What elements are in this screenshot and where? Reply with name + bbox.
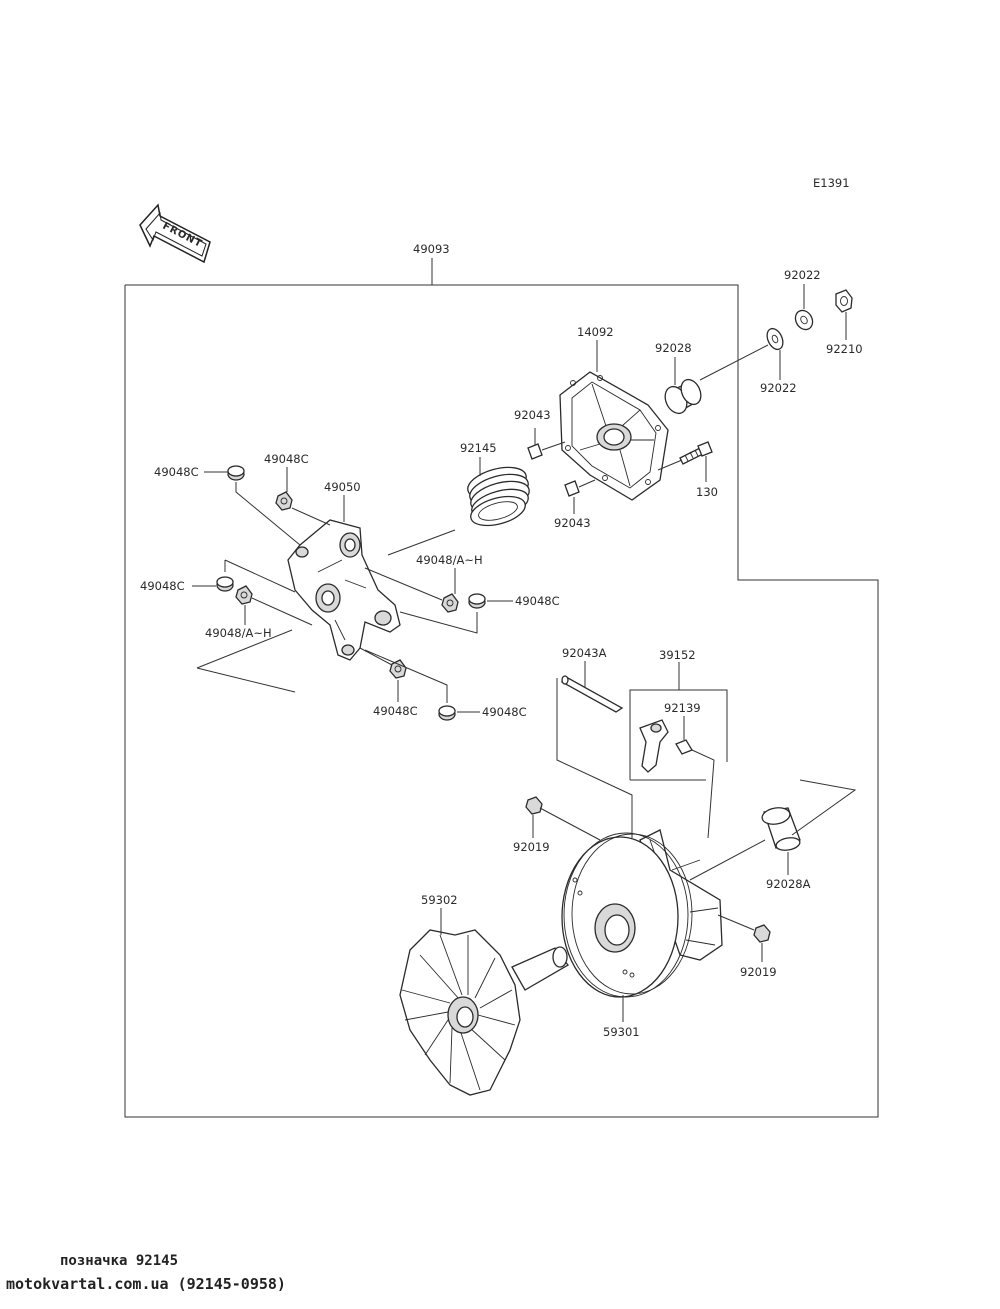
roller-49048c-3 — [468, 593, 486, 609]
label-49048c-4: 49048C — [140, 579, 185, 593]
label-59301: 59301 — [603, 1025, 640, 1039]
label-92139: 92139 — [664, 701, 701, 715]
footer-source: motokvartal.com.ua (92145-0958) — [6, 1275, 286, 1293]
label-92043-upper: 92043 — [514, 408, 551, 422]
weight-arm — [639, 719, 669, 773]
bolt-130 — [679, 441, 713, 465]
nut-92019-upper — [525, 796, 543, 815]
nut-92019-lower — [753, 924, 771, 943]
pin-92043a — [560, 675, 624, 713]
roller-49048ah-1 — [441, 593, 459, 613]
label-49048c-5: 49048C — [373, 704, 418, 718]
fixed-sheave-59302 — [399, 929, 569, 1096]
label-49048c-2: 49048C — [264, 452, 309, 466]
cover-14092 — [559, 371, 669, 501]
bushing-92028 — [664, 378, 702, 415]
label-49048ah-1: 49048/A~H — [416, 553, 483, 567]
pin-92043-lower — [564, 480, 580, 497]
assembly-outline — [124, 258, 879, 1118]
label-92028: 92028 — [655, 341, 692, 355]
sheave-59301 — [561, 829, 723, 998]
label-49048c-6: 49048C — [482, 705, 527, 719]
diagram-code: E1391 — [813, 176, 850, 190]
label-92043a: 92043A — [562, 646, 607, 660]
weight-kit-39152-box — [629, 662, 728, 781]
label-49048c-3: 49048C — [515, 594, 560, 608]
washer-92022-upper — [794, 309, 814, 331]
spider-49050 — [287, 519, 401, 661]
roller-49048c-1 — [227, 465, 245, 481]
roller-49048ah-2 — [235, 585, 253, 605]
pin-92043-upper — [527, 443, 543, 460]
bushing-92028a — [761, 807, 801, 851]
pin-92139 — [675, 739, 693, 755]
roller-49048c-5 — [389, 659, 407, 679]
label-130: 130 — [696, 485, 718, 499]
label-92145: 92145 — [460, 441, 497, 455]
label-49050: 49050 — [324, 480, 361, 494]
nut-92210 — [835, 289, 853, 313]
label-39152: 39152 — [659, 648, 696, 662]
label-92019-upper: 92019 — [513, 840, 550, 854]
label-92210: 92210 — [826, 342, 863, 356]
label-92028a: 92028A — [766, 877, 811, 891]
label-59302: 59302 — [421, 893, 458, 907]
label-92043-lower: 92043 — [554, 516, 591, 530]
label-14092: 14092 — [577, 325, 614, 339]
label-92022-upper: 92022 — [784, 268, 821, 282]
washer-92022-lower — [766, 327, 784, 351]
label-92022-lower: 92022 — [760, 381, 797, 395]
roller-49048c-2 — [275, 491, 293, 511]
label-92019-lower: 92019 — [740, 965, 777, 979]
front-arrow-icon: FRONT — [139, 203, 211, 264]
label-49093: 49093 — [413, 242, 450, 256]
label-49048c-1: 49048C — [154, 465, 199, 479]
label-49048ah-2: 49048/A~H — [205, 626, 272, 640]
spring-92145 — [467, 466, 530, 527]
roller-49048c-4 — [216, 576, 234, 592]
roller-49048c-6 — [438, 705, 456, 721]
footer-caption: позначка 92145 — [60, 1253, 179, 1269]
